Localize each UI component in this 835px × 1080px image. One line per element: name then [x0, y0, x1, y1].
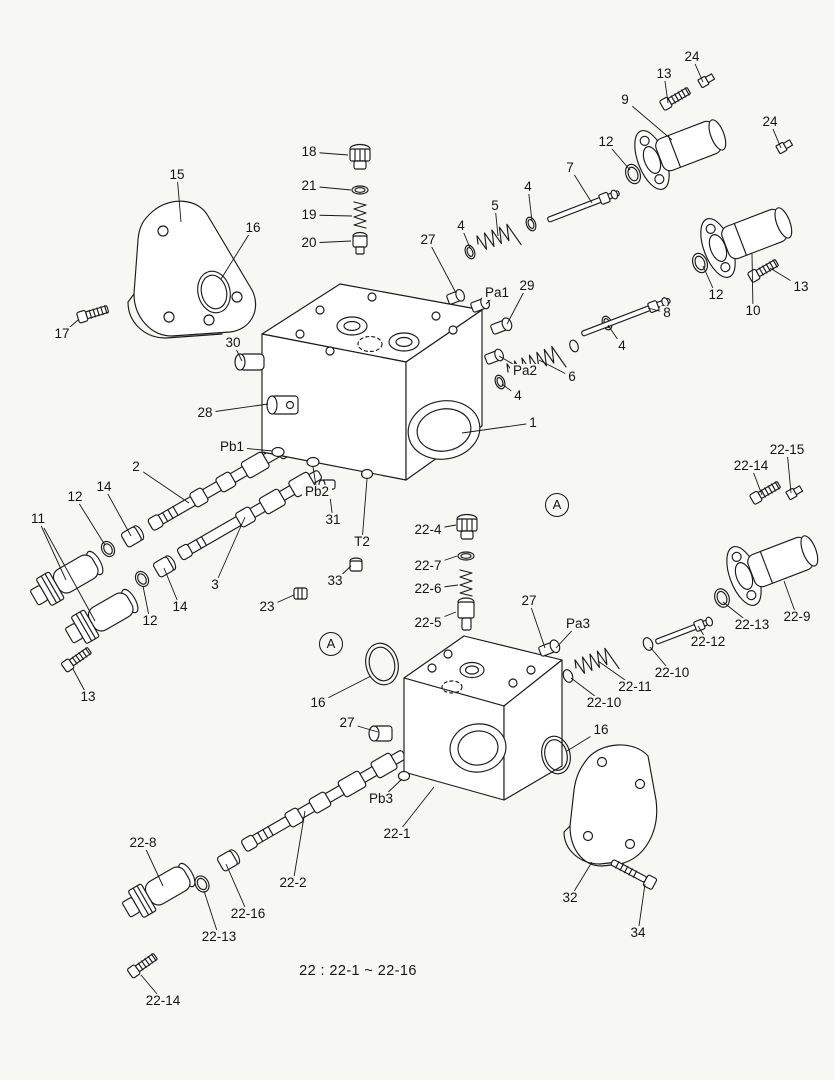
part-bolt-13c: [60, 645, 94, 674]
part-oring-4b: [525, 216, 537, 232]
part-end-cover-top: [127, 200, 257, 339]
part-plug-23: [293, 587, 308, 600]
part-spring-5: [474, 221, 522, 260]
part-oring-22-13-left: [194, 875, 210, 893]
part-oring-16-right: [541, 735, 571, 775]
part-bolt-17: [75, 303, 110, 324]
part-main-valve-body: [234, 283, 513, 490]
part-bolt-22-14-bottom: [126, 951, 160, 980]
part-rod-8: [581, 297, 671, 337]
part-lower-valve-body: [368, 635, 563, 801]
part-plug-18: [349, 143, 371, 170]
part-fitting-20: [352, 231, 368, 255]
extra-leader-lines: [43, 527, 96, 622]
part-oring-12a: [100, 540, 116, 558]
part-plug-22-4: [456, 513, 478, 540]
figure-caption: 22 : 22-1 ~ 22-16: [299, 963, 417, 979]
part-washer-22-10a: [562, 669, 574, 683]
part-washer-6: [569, 339, 579, 353]
part-spool-22-2: [241, 750, 406, 852]
part-port-block-22-9: [719, 519, 828, 611]
part-oring-16-left: [365, 642, 399, 686]
part-cartridge-11a: [25, 546, 108, 612]
part-collar-22-16: [216, 849, 241, 872]
part-cartridge-11b: [60, 584, 143, 650]
part-rod-7: [547, 189, 620, 223]
part-oring-4a: [464, 244, 476, 260]
part-plug-22-15: [785, 484, 804, 501]
part-collar-14b: [152, 555, 177, 578]
part-end-cover-bottom: [563, 744, 658, 867]
part-collar-14a: [120, 525, 145, 548]
part-oring-22-7: [457, 551, 475, 561]
part-washer-22-10b: [642, 637, 654, 651]
part-cartridge-22-8: [117, 858, 200, 924]
part-oring-12-right: [691, 252, 709, 274]
part-bolt-22-14-right: [748, 479, 783, 506]
part-oring-4d: [494, 374, 506, 390]
part-spring-19: [353, 201, 367, 229]
part-port-block-9: [627, 103, 736, 195]
part-bolt-13a: [658, 85, 693, 112]
part-spring-6: [504, 343, 567, 388]
part-rod-22-12: [655, 616, 714, 645]
part-valve-22-5: [457, 597, 475, 631]
part-oring-22-13-right: [714, 588, 730, 608]
part-oring-12b: [134, 570, 150, 588]
part-spring-22-6: [459, 569, 473, 597]
part-bolt-34: [610, 859, 658, 890]
part-spring-22-11: [572, 645, 620, 684]
part-oring-12-top: [624, 163, 642, 185]
part-oring-16-top: [197, 270, 231, 314]
part-plug-24a: [697, 72, 716, 89]
part-port-block-10: [693, 191, 802, 283]
part-oring-21: [351, 185, 369, 195]
part-fitting-33: [349, 557, 363, 572]
part-spool-3: [176, 470, 322, 561]
